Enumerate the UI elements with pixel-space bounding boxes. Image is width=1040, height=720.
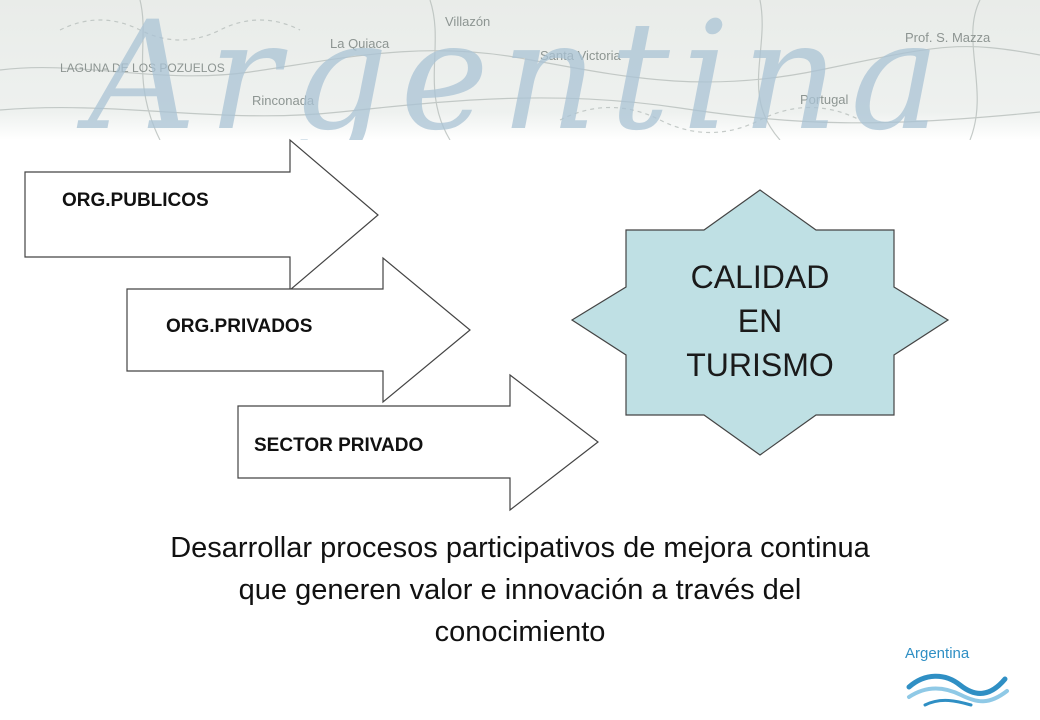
arrow-sector-privado [237,373,599,512]
star-label-line: CALIDAD [690,259,830,295]
caption-line: conocimiento [434,616,606,648]
caption-line: Desarrollar procesos participativos de m… [170,532,870,564]
map-label: Villazón [445,14,490,29]
arrow-label-sector-privado: SECTOR PRIVADO [254,435,424,456]
map-label: Rinconada [252,93,315,108]
star-label-line: EN [737,303,783,339]
map-label: Portugal [800,92,849,107]
arrow-label-org-publicos: ORG.PUBLICOS [62,190,209,211]
map-label: Prof. S. Mazza [905,30,991,45]
star-label-line: TURISMO [686,347,834,383]
star-calidad-en-turismo [570,189,950,456]
arrow-label-org-privados: ORG.PRIVADOS [166,316,313,337]
caption-line: que generen valor e innovación a través … [238,574,802,606]
header-title: Argentina [76,0,952,140]
map-label: LAGUNA DE LOS POZUELOS [60,61,225,75]
logo-wave-icon [906,673,1009,707]
arrow-org-privados [126,256,471,404]
header-map-banner: Villazón La Quiaca Santa Victoria Prof. … [0,0,1040,140]
map-label: Santa Victoria [540,48,621,63]
arrow-org-publicos [24,138,379,292]
caption-text: Desarrollar procesos participativos de m… [40,527,1000,653]
logo-text: Argentina [905,645,970,662]
map-label: La Quiaca [330,36,390,51]
star-label: CALIDAD EN TURISMO [626,255,894,387]
argentina-logo: Argentina [905,645,1015,715]
